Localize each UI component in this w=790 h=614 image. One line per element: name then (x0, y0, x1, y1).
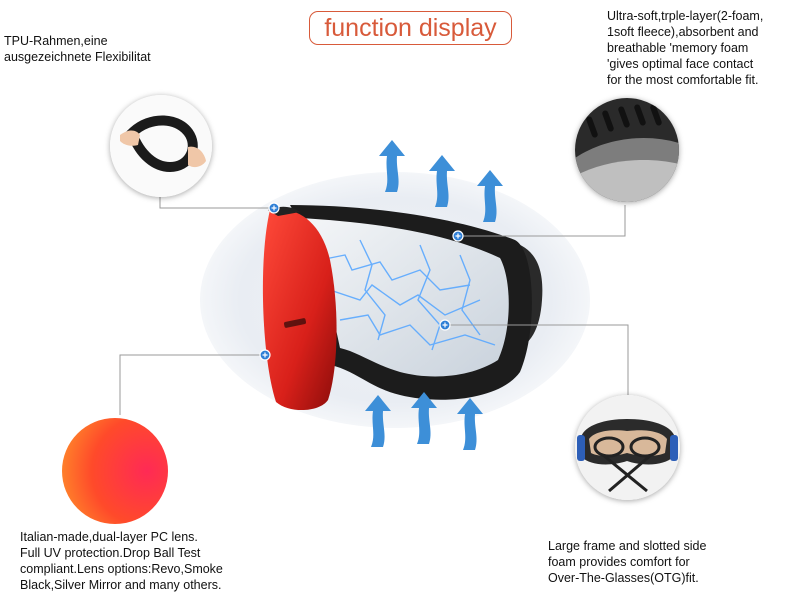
leader-line-otg (445, 324, 629, 395)
callout-frame-text: TPU-Rahmen,eine ausgezeichnete Flexibili… (4, 34, 151, 64)
plus-marker-icon (268, 202, 280, 214)
frame-flex-photo (110, 95, 212, 197)
lightning-effect (319, 239, 496, 351)
leader-line-lens (119, 354, 265, 415)
callout-foam-text: Ultra-soft,trple-layer(2-foam, 1soft fle… (607, 9, 764, 87)
callout-lens-text: Italian-made,dual-layer PC lens. Full UV… (20, 530, 223, 592)
red-lens (262, 209, 337, 411)
lens-color-disc (62, 418, 168, 524)
plus-marker-icon (259, 349, 271, 361)
callout-otg-text: Large frame and slotted side foam provid… (548, 539, 707, 585)
leader-line-foam (458, 205, 626, 237)
foam-closeup-photo (575, 98, 679, 202)
otg-glasses-photo (575, 395, 680, 500)
plus-marker-icon (452, 230, 464, 242)
plus-marker-icon (439, 319, 451, 331)
page-title: function display (324, 14, 497, 42)
title-box: function display (309, 11, 512, 45)
